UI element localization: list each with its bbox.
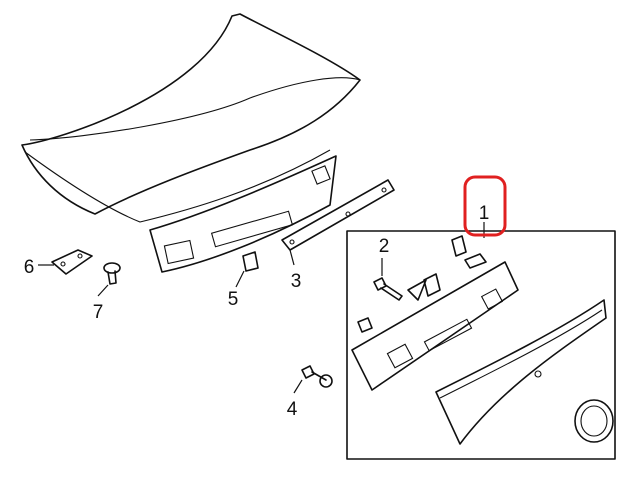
trunk-lid	[21, 13, 361, 273]
callout-1-highlight	[463, 175, 507, 237]
callout-7: 7	[93, 302, 104, 323]
bracket-part-6	[51, 249, 93, 275]
callout-6: 6	[24, 257, 35, 278]
leader-lines	[38, 222, 485, 394]
emblem	[574, 399, 614, 443]
bolt-part-7	[103, 262, 121, 285]
bolt-part-2	[373, 277, 403, 301]
callout-3: 3	[291, 271, 302, 292]
bolt-part-4	[301, 365, 333, 388]
callout-5: 5	[228, 289, 239, 310]
callout-labels: 1 2 3 4 5 6 7	[24, 203, 490, 420]
garnish-panel	[435, 299, 607, 445]
assembly-box	[346, 230, 616, 460]
clip-part-5	[242, 251, 259, 272]
callout-1: 1	[479, 203, 490, 224]
back-panel	[351, 261, 519, 391]
small-parts	[357, 235, 487, 333]
callout-2: 2	[379, 236, 390, 257]
strip-part-3	[281, 179, 395, 251]
callout-4: 4	[287, 399, 298, 420]
